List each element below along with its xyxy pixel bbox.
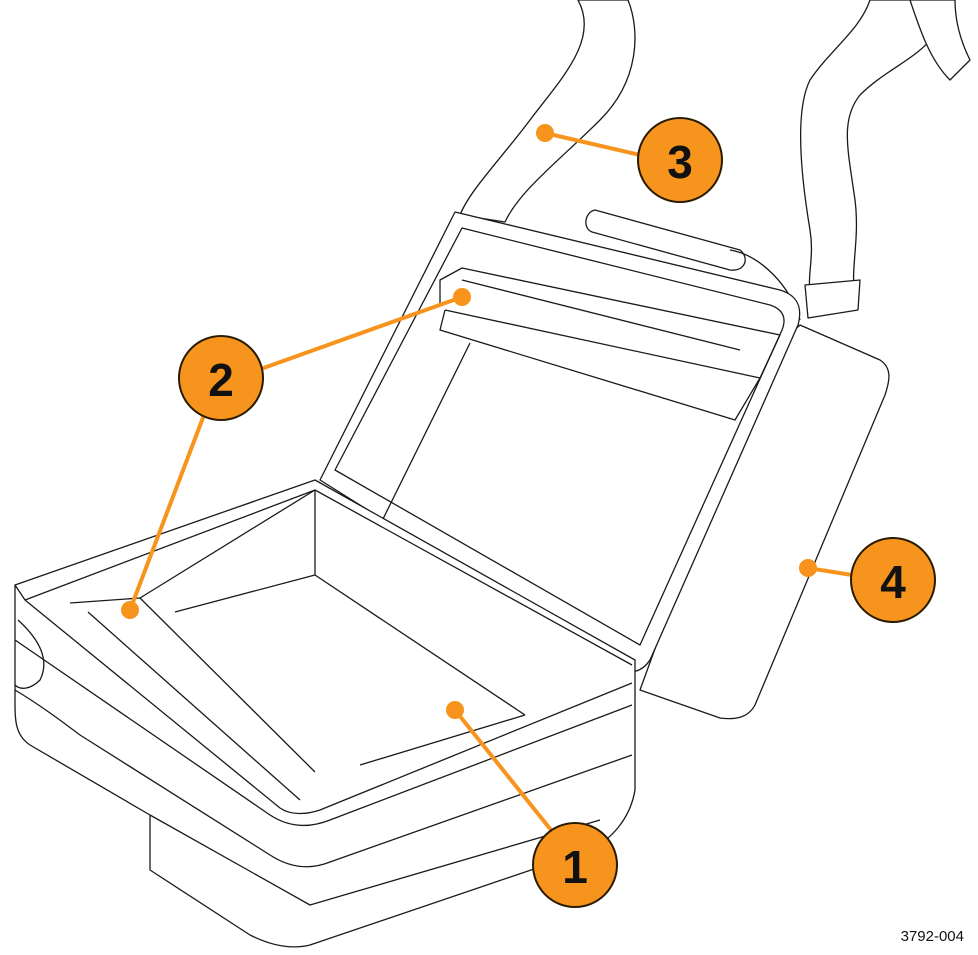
callout-1: 1 (446, 701, 618, 908)
callout-3-number: 3 (667, 136, 693, 188)
callout-2: 2 (121, 288, 471, 619)
callout-1-number: 1 (562, 841, 588, 893)
handle (585, 209, 746, 271)
case-base (14, 479, 636, 948)
callout-2-number: 2 (208, 354, 234, 406)
figure-id: 3792-004 (900, 928, 964, 945)
callout-4: 4 (799, 537, 936, 623)
callout-4-number: 4 (880, 556, 906, 608)
rear-pouch (639, 324, 890, 720)
callout-3: 3 (536, 117, 723, 203)
shoulder-strap (459, 0, 971, 319)
